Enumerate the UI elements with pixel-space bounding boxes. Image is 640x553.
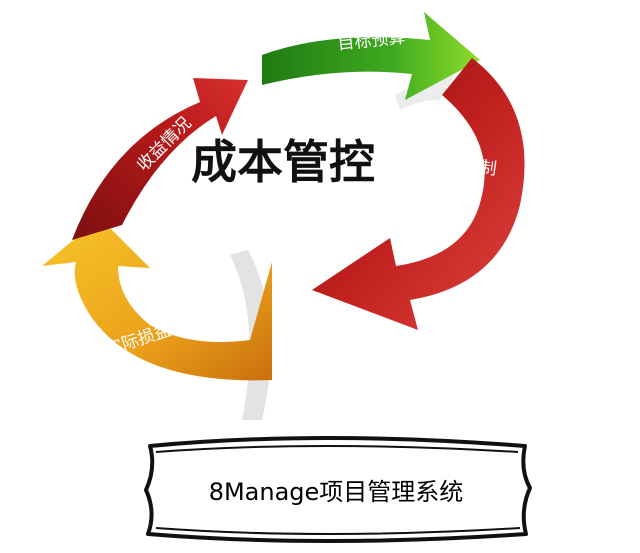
center-title: 成本管控 (191, 135, 375, 189)
shadow-top (395, 75, 455, 110)
banner: 8Manage项目管理系统 (144, 436, 532, 543)
banner-frame (144, 436, 532, 543)
orange-arrow-actual (42, 218, 272, 381)
red-arrow-risk (312, 58, 525, 330)
green-arrow-budget (262, 12, 480, 100)
banner-text: 8Manage项目管理系统 (209, 478, 464, 506)
banner-inner-stroke (155, 445, 521, 535)
darkred-arrow-revenue (72, 78, 248, 240)
